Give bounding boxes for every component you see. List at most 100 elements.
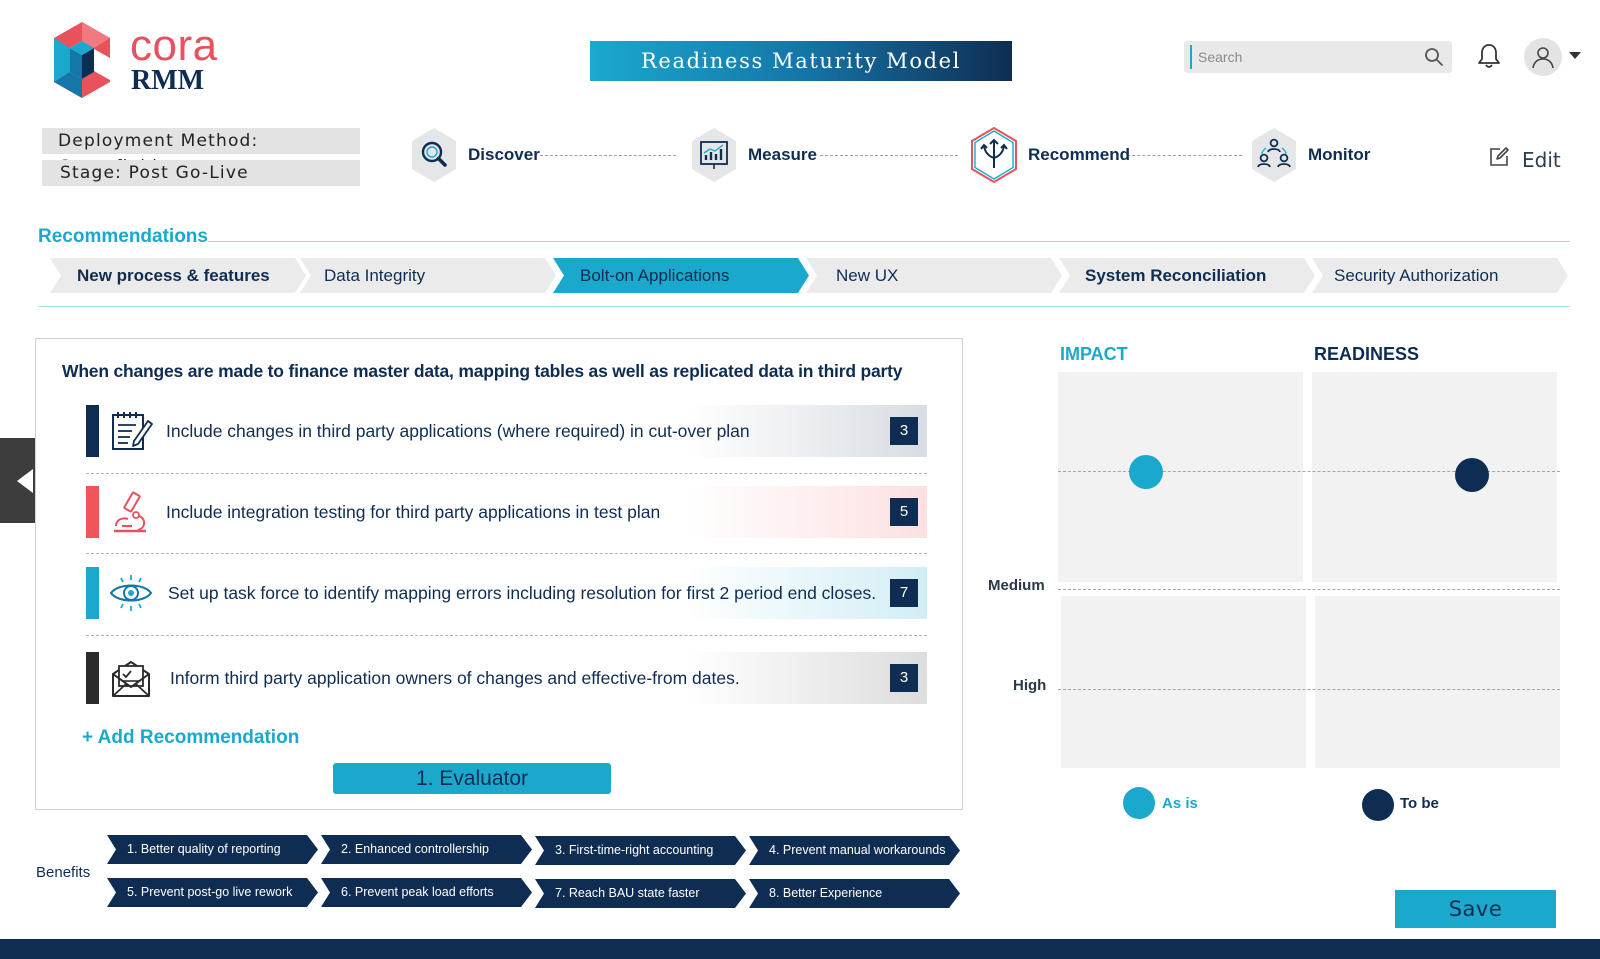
category-tabs: New process & features Data Integrity Bo…: [50, 258, 1570, 293]
step-label: Measure: [748, 145, 817, 164]
evaluator-button[interactable]: 1. Evaluator: [333, 763, 611, 794]
matrix-quadrant: [1061, 596, 1306, 768]
item-score: 7: [890, 579, 918, 607]
cora-logo: cora RMM: [50, 20, 240, 100]
impact-as-is-marker: [1129, 455, 1163, 489]
recommend-icon: [970, 126, 1018, 184]
matrix-quadrant: [1315, 596, 1560, 768]
item-score: 3: [890, 417, 918, 445]
chevron-down-icon[interactable]: [1569, 52, 1581, 60]
tab-security-authorization[interactable]: Security Authorization: [1312, 258, 1568, 293]
edit-label: Edit: [1522, 148, 1561, 172]
step-discover[interactable]: Discover: [410, 125, 540, 185]
benefit-item: 2. Enhanced controllership: [321, 835, 532, 864]
item-highlight: [686, 567, 927, 619]
eye-icon: [108, 571, 154, 615]
to-be-legend-dot: [1362, 789, 1394, 821]
brand-name: cora: [130, 21, 218, 70]
benefit-item: 8. Better Experience: [749, 879, 960, 908]
readiness-to-be-marker: [1455, 458, 1489, 492]
tab-new-ux[interactable]: New UX: [806, 258, 1062, 293]
avatar[interactable]: [1524, 38, 1562, 76]
matrix-quadrant: [1058, 372, 1303, 582]
item-highlight: [686, 652, 927, 704]
save-button[interactable]: Save: [1395, 890, 1556, 928]
step-recommend[interactable]: Recommend: [970, 125, 1130, 185]
page-title: Readiness Maturity Model: [590, 41, 1012, 81]
level-high-label: High: [1013, 677, 1047, 694]
benefit-item: 4. Prevent manual workarounds: [749, 836, 960, 865]
recommendation-item[interactable]: Include integration testing for third pa…: [86, 486, 927, 538]
to-be-legend-label: To be: [1400, 795, 1439, 812]
add-recommendation-button[interactable]: + Add Recommendation: [82, 727, 300, 748]
benefits-label: Benefits: [36, 864, 91, 881]
divider: [38, 306, 1570, 307]
notepad-icon: [108, 409, 154, 453]
matrix-guide-line: [1058, 589, 1560, 590]
envelope-icon: [108, 656, 154, 700]
matrix-guide-line: [1058, 689, 1560, 690]
impact-heading: IMPACT: [1060, 344, 1128, 364]
item-score: 3: [890, 664, 918, 692]
magnifier-icon: [410, 126, 458, 184]
step-label: Recommend: [1028, 145, 1131, 164]
recommendation-item[interactable]: Set up task force to identify mapping er…: [86, 567, 927, 619]
item-accent-bar: [86, 567, 99, 619]
divider: [208, 241, 1570, 242]
divider: [86, 473, 927, 474]
recommendations-title: Recommendations: [38, 226, 208, 247]
divider: [86, 635, 927, 636]
user-icon: [1532, 47, 1554, 69]
deployment-stage: Stage: Post Go-Live: [42, 160, 360, 186]
search-input[interactable]: [1190, 45, 1410, 69]
edit-button[interactable]: Edit: [1488, 142, 1561, 172]
step-label: Discover: [468, 145, 540, 164]
deployment-method: Deployment Method: Greenfield: [42, 128, 360, 177]
step-label: Monitor: [1308, 145, 1371, 164]
as-is-legend-dot: [1123, 787, 1155, 819]
step-connector: [820, 155, 958, 156]
bell-icon[interactable]: [1477, 42, 1501, 70]
cora-logo-mark-icon: [54, 22, 110, 98]
tab-new-process-features[interactable]: New process & features: [50, 258, 306, 293]
tab-bolt-on-applications[interactable]: Bolt-on Applications: [553, 258, 809, 293]
matrix-quadrant: [1312, 372, 1557, 582]
item-score: 5: [890, 498, 918, 526]
step-connector: [1127, 155, 1242, 156]
edit-icon: [1490, 147, 1509, 166]
item-accent-bar: [86, 405, 99, 457]
footer-bar: [0, 939, 1600, 959]
recommendation-card: When changes are made to finance master …: [35, 338, 963, 810]
benefit-item: 1. Better quality of reporting: [107, 835, 318, 864]
matrix-guide-line: [1058, 471, 1560, 472]
step-monitor[interactable]: Monitor: [1250, 125, 1370, 185]
item-accent-bar: [86, 486, 99, 538]
step-measure[interactable]: Measure: [690, 125, 817, 185]
item-highlight: [686, 405, 927, 457]
card-heading: When changes are made to finance master …: [62, 361, 903, 381]
level-medium-label: Medium: [988, 577, 1045, 594]
item-text: Inform third party application owners of…: [170, 668, 740, 688]
benefit-item: 6. Prevent peak load efforts: [321, 878, 532, 907]
microscope-icon: [108, 490, 154, 534]
item-accent-bar: [86, 652, 99, 704]
readiness-heading: READINESS: [1314, 344, 1420, 364]
item-text: Include integration testing for third pa…: [166, 502, 661, 522]
tab-system-reconciliation[interactable]: System Reconciliation: [1059, 258, 1315, 293]
as-is-legend-label: As is: [1162, 795, 1198, 812]
benefit-item: 5. Prevent post-go live rework: [107, 878, 318, 907]
item-highlight: [686, 486, 927, 538]
chart-icon: [690, 126, 738, 184]
divider: [86, 553, 927, 554]
search-box[interactable]: [1184, 41, 1452, 73]
recommendation-item[interactable]: Inform third party application owners of…: [86, 652, 927, 704]
arrow-left-icon: [17, 468, 33, 493]
benefit-item: 3. First-time-right accounting: [535, 836, 746, 865]
benefit-item: 7. Reach BAU state faster: [535, 879, 746, 908]
tab-data-integrity[interactable]: Data Integrity: [300, 258, 556, 293]
search-icon[interactable]: [1424, 47, 1444, 67]
item-text: Include changes in third party applicati…: [166, 421, 750, 441]
recommendation-item[interactable]: Include changes in third party applicati…: [86, 405, 927, 457]
people-cycle-icon: [1250, 126, 1298, 184]
brand-sub: RMM: [131, 65, 205, 96]
